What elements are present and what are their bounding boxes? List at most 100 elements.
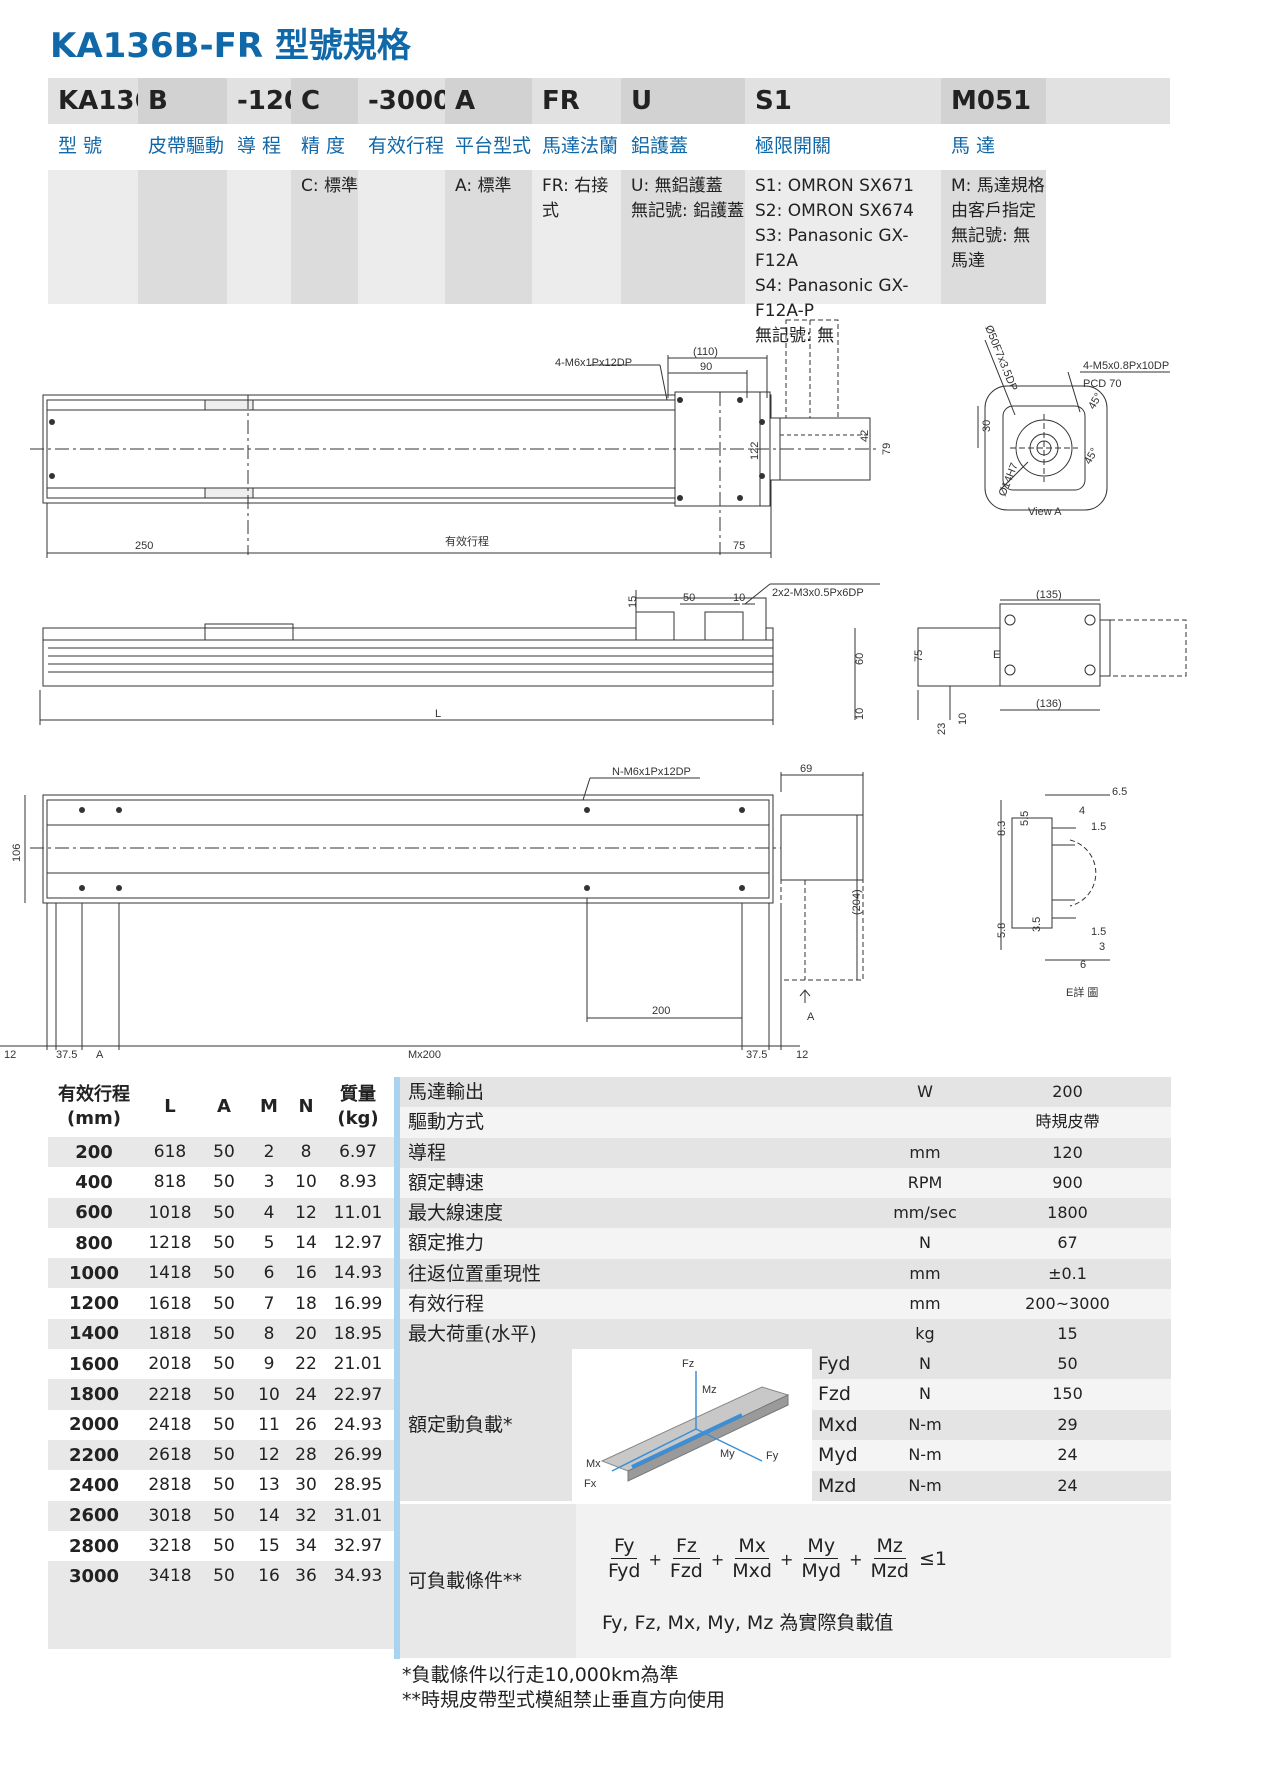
code-label: 平台型式 — [455, 135, 532, 157]
numerator: Mz — [873, 1534, 906, 1559]
code-segment: B — [138, 78, 227, 124]
table-cell: 50 — [200, 1197, 248, 1228]
code-options — [138, 170, 227, 304]
spec-name: 有效行程 — [408, 1293, 485, 1316]
spec-name: 馬達輸出 — [408, 1081, 485, 1103]
table-cell: 2400 — [48, 1470, 140, 1501]
table-cell: 6 — [248, 1258, 290, 1289]
code-segment: U — [621, 78, 745, 124]
table-cell: 12.97 — [322, 1227, 394, 1259]
detail-e — [1000, 794, 1110, 961]
empty-cell — [290, 1591, 322, 1650]
table-cell: 1218 — [140, 1227, 200, 1259]
table-cell: 26.99 — [322, 1439, 394, 1471]
code-segment: -3000 — [368, 86, 452, 116]
dim-110: (110) — [693, 346, 718, 358]
code-segment: KA136 — [58, 86, 153, 116]
dim-6-5: 6.5 — [1112, 786, 1127, 798]
load-unit: N — [919, 1354, 931, 1373]
table-cell: 3 — [248, 1167, 290, 1198]
spec-name: 額定轉速 — [408, 1171, 485, 1194]
numerator: Mx — [735, 1534, 769, 1559]
empty-cell — [322, 1591, 394, 1650]
code-segment: C — [291, 78, 358, 124]
denominator: Mxd — [732, 1560, 772, 1582]
dim-1-5a: 1.5 — [1091, 821, 1106, 833]
plus-sign: + — [710, 1550, 725, 1569]
table-cell: 24 — [290, 1379, 322, 1410]
dim-60: 60 — [854, 653, 866, 665]
dim-75: 75 — [733, 540, 745, 552]
divider-bar — [394, 1077, 400, 1659]
table-cell: 8 — [248, 1318, 290, 1350]
spec-unit: N — [919, 1233, 931, 1253]
dim-204: (204) — [851, 889, 863, 915]
code-options: M: 馬達規格 由客戶指定 無記號: 無 馬達 — [941, 170, 1046, 304]
spec-value: 200 — [1052, 1082, 1083, 1101]
tap-note: 2x2-M3x0.5Px6DP — [772, 587, 864, 599]
spec-unit — [886, 1107, 964, 1137]
table-cell: 1400 — [48, 1318, 140, 1350]
spec-value: 時規皮帶 — [1035, 1112, 1100, 1132]
table-cell: 11 — [248, 1409, 290, 1440]
end-view — [917, 599, 1187, 720]
code-segment: S1 — [755, 86, 792, 116]
code-label: 鋁護蓋 — [631, 135, 689, 157]
spec-value: 120 — [1052, 1142, 1083, 1162]
spec-value: ±0.1 — [1048, 1263, 1087, 1283]
view-a-caption: View A — [1028, 506, 1062, 518]
denominator: Fyd — [608, 1560, 641, 1582]
table-cell: 600 — [48, 1197, 140, 1228]
axis-fx: Fx — [584, 1478, 597, 1490]
load-axis-diagram: Fz Mz Mx Fx My Fy — [572, 1349, 812, 1501]
table-cell: 2818 — [140, 1470, 200, 1501]
spec-value: 200~3000 — [1025, 1294, 1110, 1314]
load-condition-label: 可負載條件** — [408, 1570, 523, 1592]
table-cell: 7 — [248, 1288, 290, 1319]
spec-unit: mm — [909, 1263, 941, 1283]
dim-6: 6 — [1080, 959, 1086, 971]
stroke-label: 有效行程 — [445, 534, 489, 548]
dim-8-3: 8.3 — [996, 821, 1008, 836]
table-cell: 8.93 — [322, 1167, 394, 1198]
table-cell: 9 — [248, 1349, 290, 1380]
spec-unit: kg — [915, 1324, 935, 1344]
code-options — [358, 170, 445, 304]
table-cell: 34.93 — [322, 1561, 394, 1592]
table-cell: 18 — [290, 1288, 322, 1319]
table-cell: 50 — [200, 1258, 248, 1289]
table-cell: 4 — [248, 1197, 290, 1228]
table-cell: 50 — [200, 1379, 248, 1410]
table-cell: 11.01 — [322, 1197, 394, 1228]
table-cell: 1200 — [48, 1288, 140, 1319]
dim-42: 42 — [859, 430, 871, 442]
table-cell: 36 — [290, 1561, 322, 1592]
dim-mx200: Mx200 — [408, 1049, 441, 1061]
load-unit: N-m — [908, 1414, 942, 1434]
dim-3: 3 — [1099, 941, 1105, 953]
rated-load-label: 額定動負載* — [400, 1349, 572, 1501]
dimension-drawings: 4-M6x1Px12DP (110) 90 250 有效行程 75 122 42… — [0, 319, 1187, 1061]
spec-value: 1800 — [1047, 1203, 1088, 1223]
dim-200: 200 — [652, 1005, 670, 1017]
stroke-table-header-cell: N — [298, 1096, 314, 1117]
top-view — [30, 319, 880, 558]
load-value: 29 — [1057, 1414, 1078, 1434]
dim-1-5b: 1.5 — [1091, 926, 1106, 938]
dim-15: 15 — [627, 596, 639, 608]
table-cell: 50 — [200, 1288, 248, 1319]
footnote: *負載條件以行走10,000km為準 — [402, 1664, 679, 1686]
